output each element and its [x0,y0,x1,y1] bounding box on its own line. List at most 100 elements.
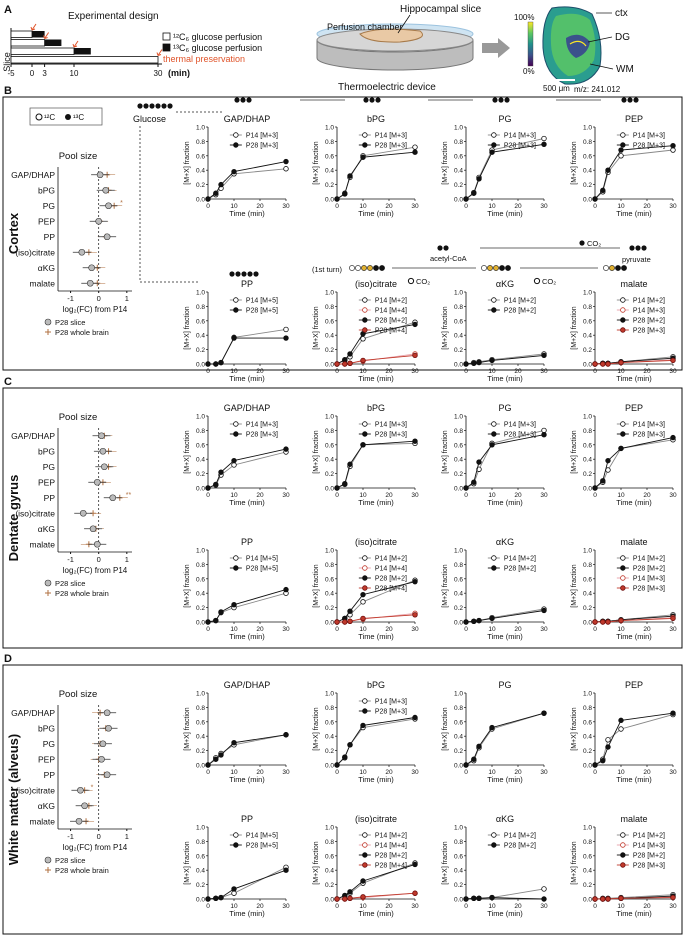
pool-metabolite-label: αKG [38,524,55,534]
chart-y-tick-label: 0.6 [196,153,205,160]
data-point [541,896,547,902]
slice-marker [77,786,84,794]
chart-y-tick-label: 0.4 [196,168,205,175]
legend-marker [362,585,368,591]
chart-x-tick-label: 30 [669,769,677,776]
data-point [463,361,469,367]
metabolite-carbon-icon [492,97,498,103]
data-point [618,445,624,452]
data-point [283,326,289,333]
legend-marker [620,565,626,571]
chart-x-label: Time (min) [358,498,394,507]
chart-x-tick-label: 30 [282,626,290,633]
legend-marker [362,575,368,581]
chart-y-label: [M+X] fraction [313,841,320,884]
legend-text: P28 [M+4] [375,863,407,870]
series-line [207,589,287,623]
data-point [476,743,482,749]
legend-text: P14 [M+3] [633,308,665,315]
data-point [489,894,495,901]
region-label: Cortex [6,212,21,254]
design-bar-13c [32,31,45,38]
data-point [471,756,477,762]
chart-y-tick-label: 0.2 [454,605,463,612]
pp-carbon-icon [253,271,259,277]
pool-legend-slice: P28 slice [55,856,85,865]
slice-marker [95,217,102,225]
chart-x-tick-label: 0 [206,903,210,910]
data-point [489,724,495,731]
chart-y-tick-label: 0.6 [325,318,334,325]
legend-text: P28 [M+2] [504,843,536,850]
chart-title: bPG [367,114,385,124]
design-bar-12c [10,56,159,64]
chart-x-label: Time (min) [487,909,523,918]
chart-y-tick-label: 0.8 [196,562,205,569]
pool-title: Pool size [59,151,98,162]
data-point [670,434,676,441]
hippocampus-region [566,34,590,58]
pool-metabolite-label: PP [44,770,56,780]
data-point [605,361,611,367]
chart-x-label: Time (min) [616,632,652,641]
chart-y-tick-label: 0.8 [325,839,334,846]
co2-carbon-icon [407,277,415,285]
legend-marker [620,297,626,303]
legend-text: P28 [M+5] [246,843,278,850]
legend-text: P14 [M+5] [246,298,278,305]
data-point [218,469,224,475]
chart-y-tick-label: 0.2 [583,605,592,612]
thermal-arrow [43,32,50,39]
chart-x-tick-label: 20 [643,769,651,776]
pp-carbon-icon [235,271,241,277]
chart-y-tick-label: 1.0 [583,691,592,698]
series-line [208,337,286,365]
data-point [412,890,418,896]
chart-x-tick-label: 20 [256,903,264,910]
pool-x-tick-label: -1 [67,832,74,841]
chart-y-tick-label: 0.0 [583,620,592,627]
chart-y-label: [M+X] fraction [571,841,578,884]
data-point [670,143,676,149]
legend-text: P14 [M+2] [633,833,665,840]
pool-legend-brain: P28 whole brain [55,589,109,598]
pyruvate-label: pyruvate [622,255,651,264]
chart-title: malate [620,814,647,824]
chart-x-tick-label: 0 [335,769,339,776]
co2-carbon-icon [533,277,541,285]
data-point [476,359,482,366]
data-point [342,619,348,625]
legend-text: P28 [M+2] [504,566,536,573]
chart-title: αKG [496,814,514,824]
chart-y-tick-label: 0.2 [325,182,334,189]
data-point [342,754,348,760]
pp-carbon-icon [229,271,235,277]
legend-text: P28 [M+3] [504,143,536,150]
slice-marker [79,509,87,517]
citrate-carbon-icon [367,265,373,271]
metabolite-carbon-icon [234,97,240,103]
chart-y-tick-label: 0.4 [583,457,592,464]
data-point [605,896,611,902]
chart-y-tick-label: 0.6 [583,442,592,449]
legend-marker [491,297,497,303]
data-point [347,608,353,614]
legend-text: P14 [M+2] [633,298,665,305]
significance-mark: ** [126,492,132,499]
chart-y-tick-label: 0.8 [454,428,463,435]
legend-text: P28 [M+3] [633,432,665,439]
legend-marker [362,698,368,704]
chart-y-tick-label: 0.2 [454,748,463,755]
metabolite-carbon-icon [504,97,510,103]
design-legend-text: thermal preservation [163,54,245,64]
pool-metabolite-label: (iso)citrate [15,508,55,518]
pool-metabolite-label: PG [43,739,55,749]
perfusion-chamber-drawing [316,23,474,71]
slice-marker [89,525,97,533]
pyruvate-carbon-icon [629,245,635,251]
co2-label-2: CO₂ [416,277,430,286]
pool-x-label: log₂(FC) from P14 [63,566,128,575]
